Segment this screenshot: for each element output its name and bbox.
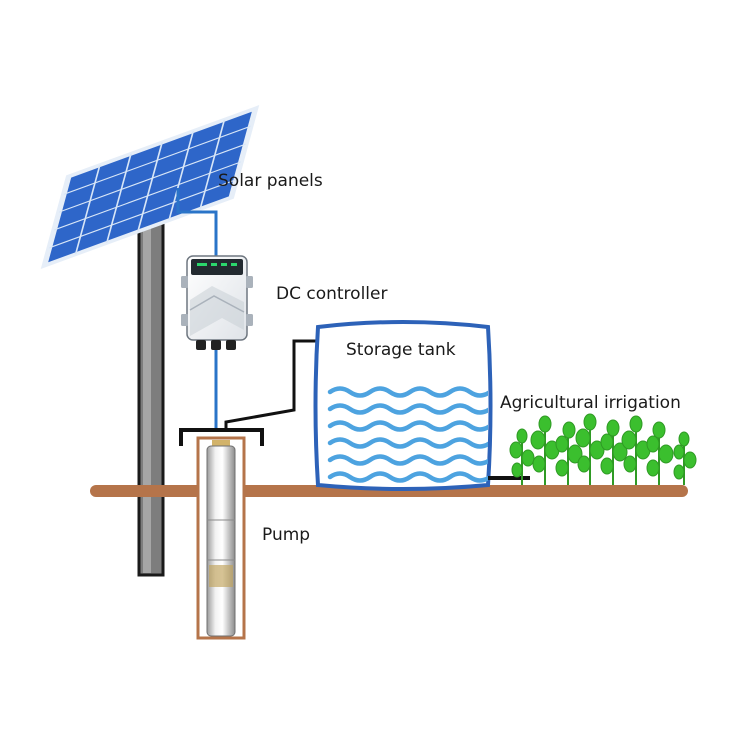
dc-controller [181, 255, 253, 350]
pump-label: Pump [262, 525, 311, 545]
storage-tank-label: Storage tank [346, 340, 456, 360]
agricultural-irrigation-label: Agricultural irrigation [500, 393, 681, 413]
solar-panel [40, 105, 260, 269]
storage-tank [313, 320, 493, 491]
crop-plants [509, 413, 697, 485]
solar-panels-label: Solar panels [218, 171, 323, 191]
dc-controller-label: DC controller [276, 284, 388, 304]
submersible-pump [206, 440, 236, 637]
delivery-pipe [224, 339, 340, 432]
power-wire [176, 188, 218, 428]
mounting-pole [137, 213, 165, 577]
